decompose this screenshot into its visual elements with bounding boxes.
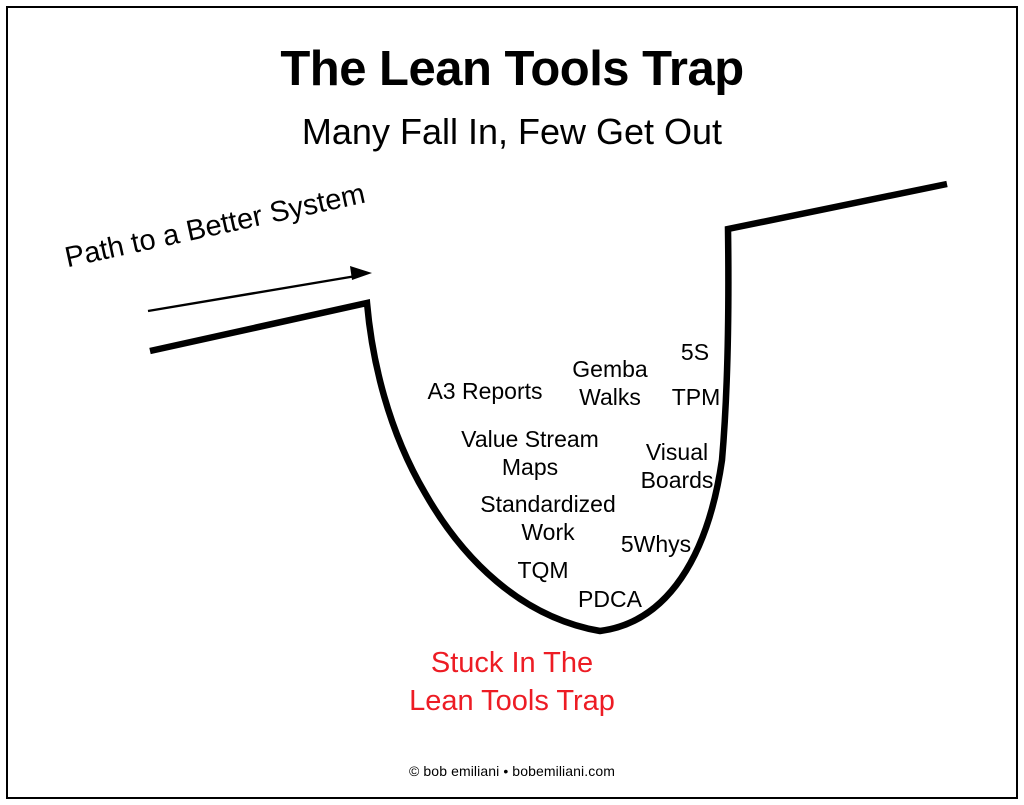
copyright-footer: © bob emiliani • bobemiliani.com [409,763,615,779]
tool-label-gemba-walks: Gemba Walks [572,355,648,410]
tool-label-5s: 5S [680,338,710,365]
page-subtitle: Many Fall In, Few Get Out [301,111,723,152]
tool-label-5whys: 5Whys [620,530,692,557]
lean-tools-trap-curve [149,180,948,635]
tool-label-tqm: TQM [517,556,569,583]
tool-label-pdca: PDCA [578,585,642,612]
tool-label-visual-boards: Visual Boards [640,438,714,493]
tool-label-standardized-work: Standardized Work [480,490,616,545]
page-title: The Lean Tools Trap [280,42,744,96]
stuck-caption: Stuck In The Lean Tools Trap [409,647,615,718]
tool-label-tpm: TPM [671,383,721,410]
path-to-better-system-arrow [147,266,372,313]
tool-label-value-stream-maps: Value Stream Maps [461,425,599,480]
tool-label-a3-reports: A3 Reports [427,377,543,404]
